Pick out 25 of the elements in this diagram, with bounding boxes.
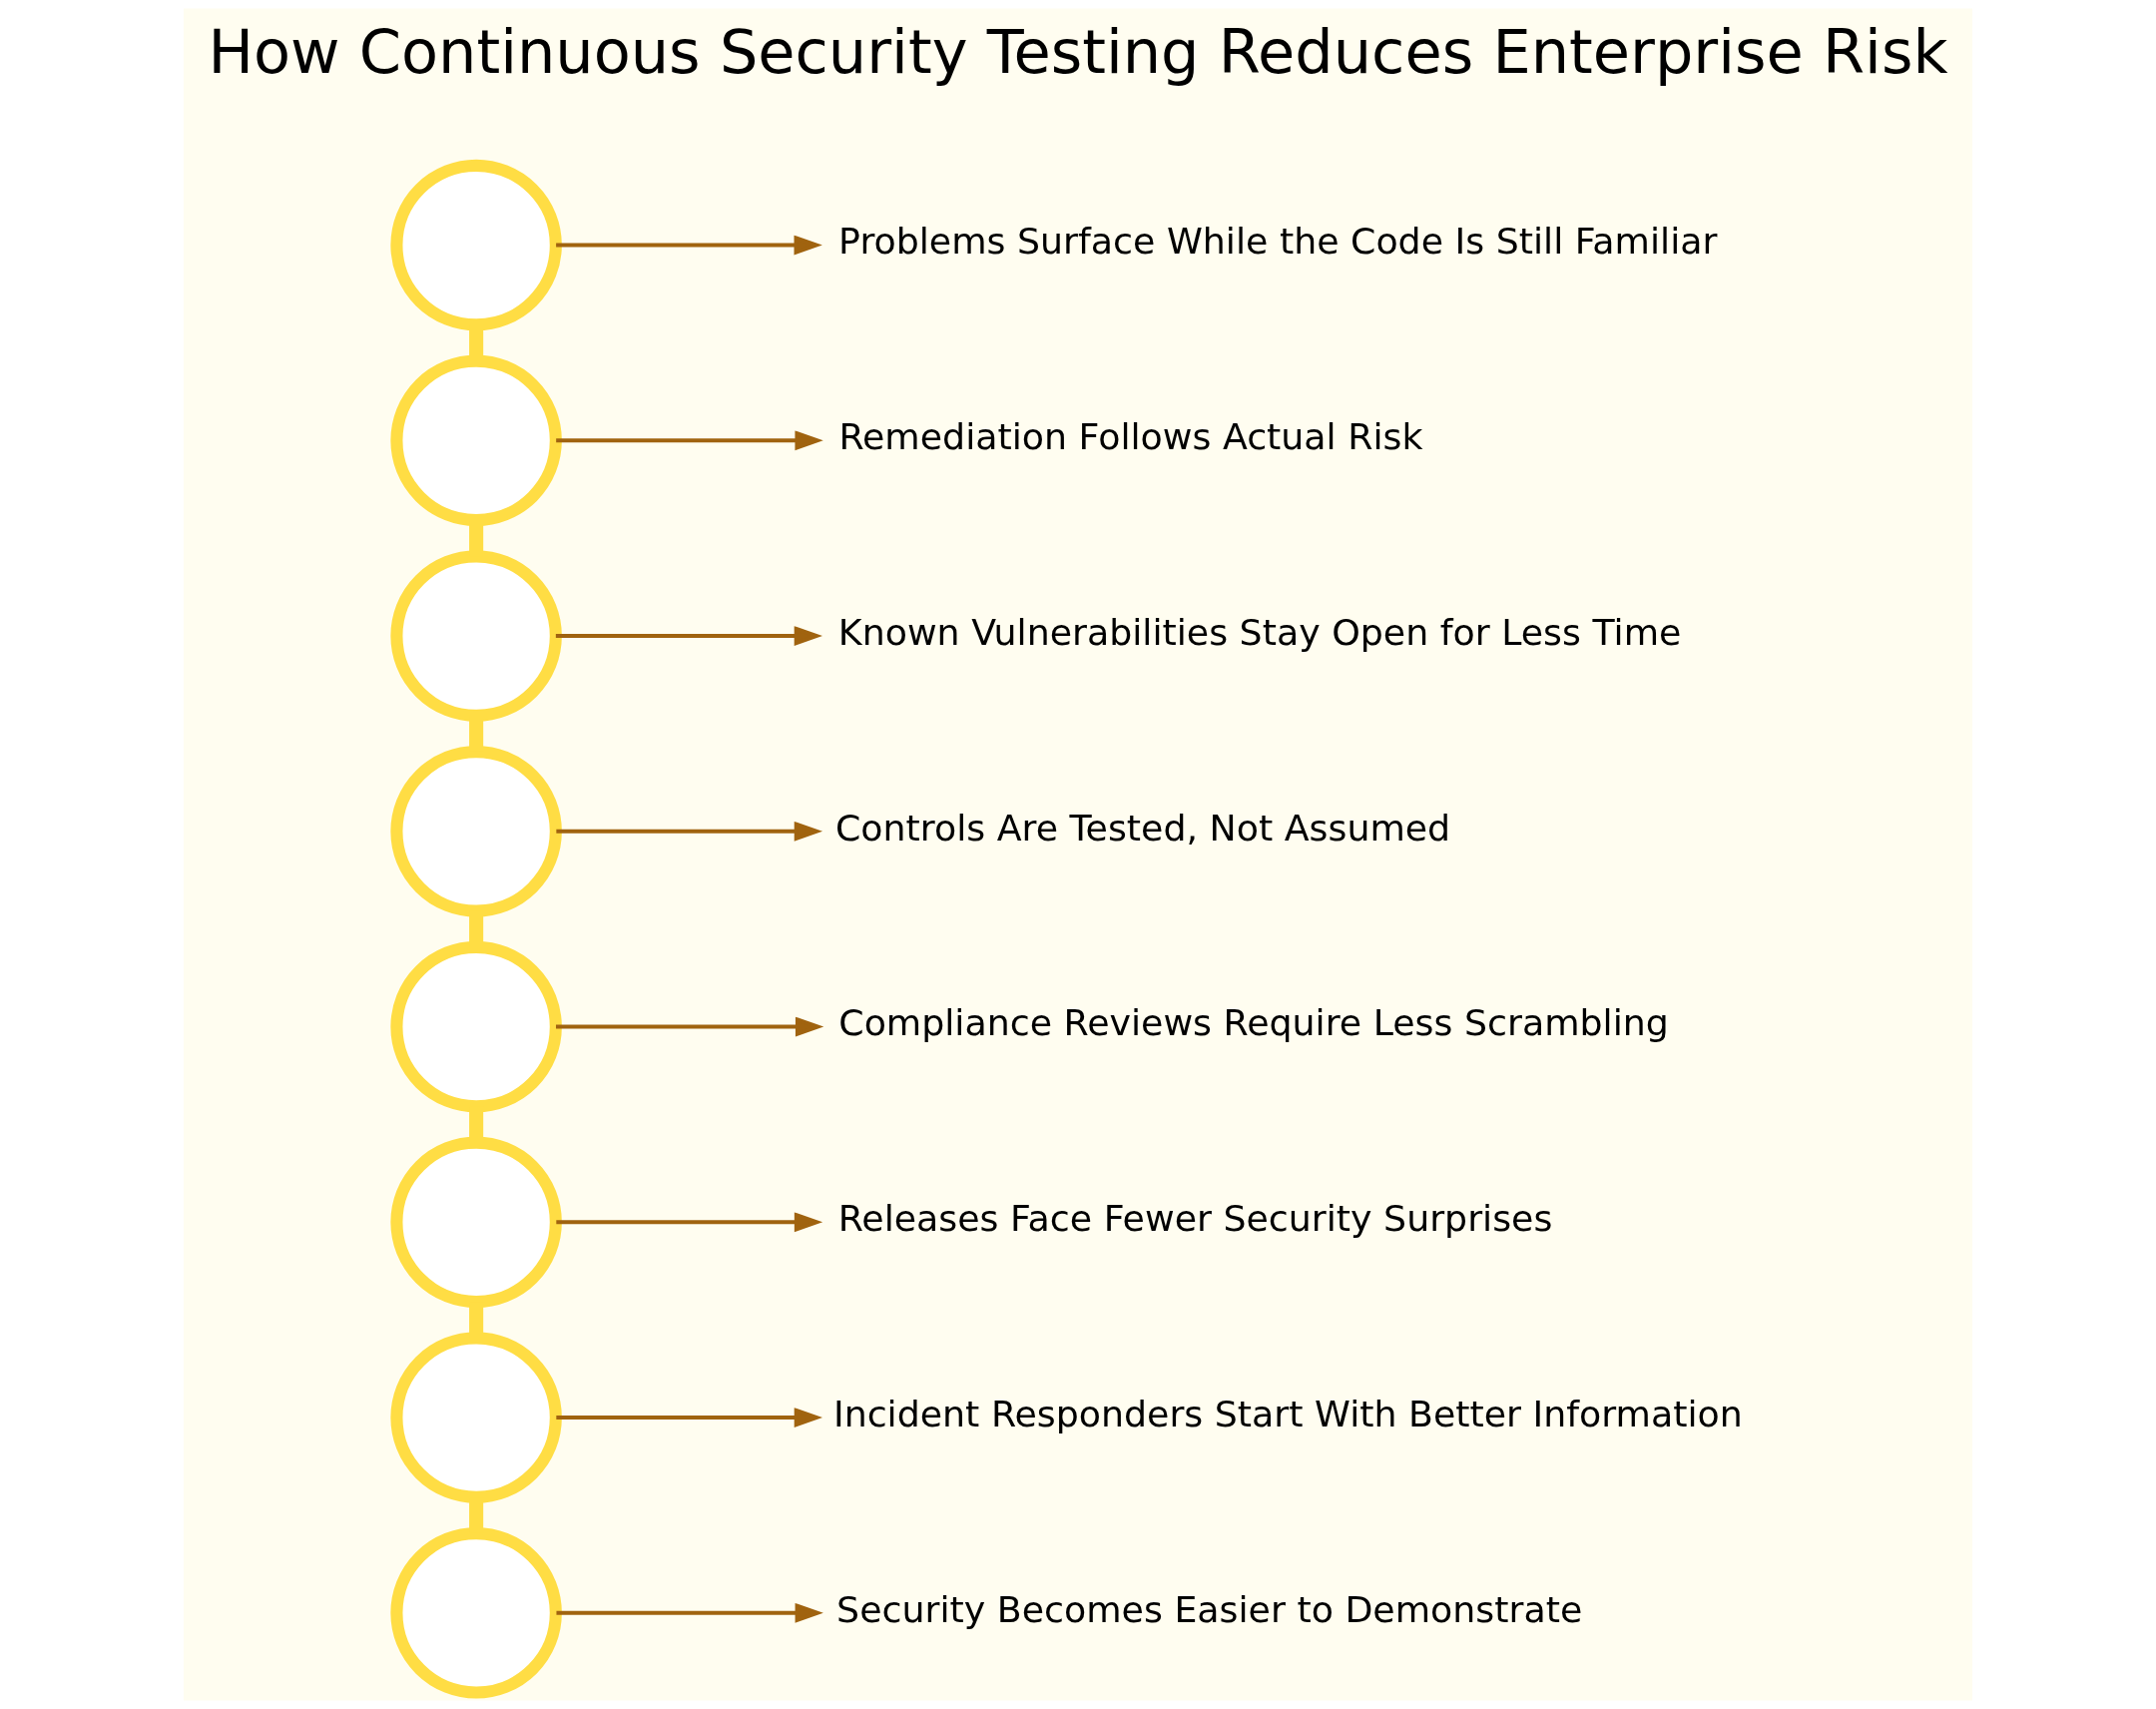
node-text: Known Vulnerabilities Stay Open for Less Time (837, 610, 1682, 654)
diagram-title: How Continuous Security Testing Reduces Enterprise Risk (208, 17, 1948, 88)
arrow (556, 430, 823, 451)
node-text: Releases Face Fewer Security Surprises (837, 1197, 1553, 1241)
node-circle (390, 550, 562, 722)
arrow (556, 821, 823, 842)
node-text: Remediation Follows Actual Risk (838, 415, 1423, 459)
arrow (556, 1602, 823, 1623)
arrow (556, 235, 822, 256)
node-text: Incident Responders Start With Better Information (832, 1392, 1743, 1435)
node-text: Security Becomes Easier to Demonstrate (836, 1587, 1583, 1631)
arrow (556, 1016, 824, 1037)
node-text: Problems Surface While the Code Is Still Familiar (838, 220, 1718, 264)
node-circle (390, 746, 562, 917)
node-text: Controls Are Tested, Not Assumed (834, 806, 1451, 850)
arrow (555, 626, 822, 646)
node-circle (390, 940, 562, 1113)
arrow (556, 1408, 822, 1427)
node-circle (390, 354, 562, 527)
node-circle (390, 1332, 562, 1503)
node-circle (390, 1136, 562, 1309)
arrow (556, 1212, 823, 1233)
node-text: Compliance Reviews Require Less Scrambling (838, 1001, 1669, 1045)
node-circle (390, 1527, 562, 1699)
node-circle (390, 159, 562, 331)
